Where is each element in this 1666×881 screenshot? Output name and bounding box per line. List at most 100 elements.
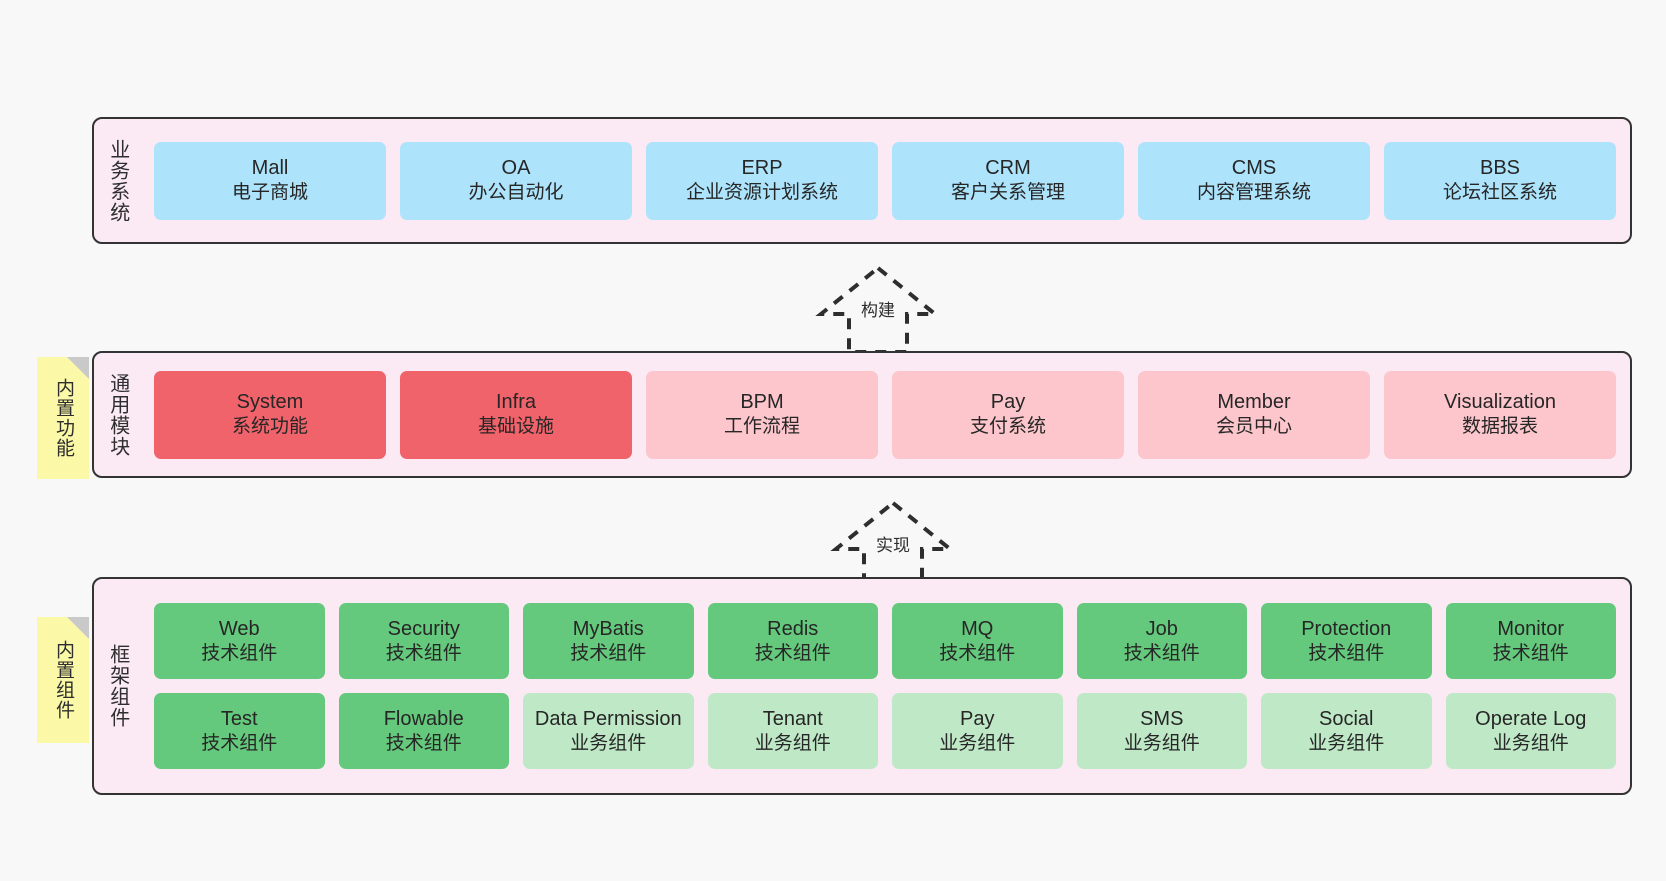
card-title: Visualization	[1444, 391, 1556, 414]
card-title: System	[236, 391, 304, 414]
card-title: Mall	[251, 157, 289, 180]
card-crm[interactable]: CRM 客户关系管理	[892, 141, 1124, 220]
card-title: Pay	[960, 707, 995, 730]
card-mall[interactable]: Mall 电子商城	[154, 141, 386, 220]
card-subtitle: 技术组件	[754, 642, 831, 664]
card-title: Flowable	[383, 707, 464, 730]
card-subtitle: 技术组件	[570, 642, 647, 664]
card-bbs[interactable]: BBS 论坛社区系统	[1384, 141, 1616, 220]
card-infra[interactable]: Infra 基础设施	[400, 370, 632, 459]
card-subtitle: 基础设施	[477, 416, 554, 438]
note-fold-corner-icon	[67, 357, 89, 379]
card-data-permission[interactable]: Data Permission 业务组件	[523, 693, 694, 769]
card-title: Security	[387, 617, 460, 640]
card-subtitle: 企业资源计划系统	[685, 182, 838, 204]
layer-title-common-modules: 通用模块	[106, 372, 129, 457]
sticky-note-builtin-component: 内置组件	[37, 617, 89, 743]
card-title: CRM	[985, 157, 1031, 180]
card-mybatis[interactable]: MyBatis 技术组件	[523, 603, 694, 679]
card-title: Protection	[1301, 617, 1392, 640]
card-title: SMS	[1140, 707, 1184, 730]
card-subtitle: 技术组件	[1492, 642, 1569, 664]
card-system[interactable]: System 系统功能	[154, 370, 386, 459]
card-subtitle: 业务组件	[1123, 732, 1200, 754]
card-row: System 系统功能 Infra 基础设施 BPM 工作流程 Pay 支付系统…	[154, 370, 1616, 459]
card-security[interactable]: Security 技术组件	[338, 603, 509, 679]
card-operate-log[interactable]: Operate Log 业务组件	[1445, 693, 1616, 769]
card-redis[interactable]: Redis 技术组件	[707, 603, 878, 679]
card-subtitle: 系统功能	[231, 416, 308, 438]
card-pay-component[interactable]: Pay 业务组件	[892, 693, 1063, 769]
sticky-note-builtin-feature: 内置功能	[37, 357, 89, 479]
card-subtitle: 数据报表	[1461, 416, 1538, 438]
layer-framework-components: 框架组件 Web 技术组件 Security 技术组件 MyBatis 技术组件…	[92, 577, 1632, 795]
card-title: BPM	[740, 391, 784, 414]
card-subtitle: 技术组件	[1123, 642, 1200, 664]
card-job[interactable]: Job 技术组件	[1076, 603, 1247, 679]
card-subtitle: 工作流程	[723, 416, 800, 438]
card-social[interactable]: Social 业务组件	[1261, 693, 1432, 769]
card-sms[interactable]: SMS 业务组件	[1076, 693, 1247, 769]
card-bpm[interactable]: BPM 工作流程	[646, 370, 878, 459]
card-title: ERP	[741, 157, 783, 180]
card-subtitle: 技术组件	[201, 732, 278, 754]
card-subtitle: 技术组件	[385, 642, 462, 664]
card-title: Test	[220, 707, 258, 730]
card-subtitle: 业务组件	[939, 732, 1016, 754]
card-title: BBS	[1479, 157, 1521, 180]
card-web[interactable]: Web 技术组件	[154, 603, 325, 679]
layer-body-common-modules: System 系统功能 Infra 基础设施 BPM 工作流程 Pay 支付系统…	[140, 353, 1630, 476]
card-row: Test 技术组件 Flowable 技术组件 Data Permission …	[154, 693, 1616, 769]
card-test[interactable]: Test 技术组件	[154, 693, 325, 769]
layer-body-business-systems: Mall 电子商城 OA 办公自动化 ERP 企业资源计划系统 CRM 客户关系…	[140, 119, 1630, 242]
card-subtitle: 办公自动化	[468, 182, 564, 204]
card-subtitle: 内容管理系统	[1196, 182, 1311, 204]
card-flowable[interactable]: Flowable 技术组件	[338, 693, 509, 769]
card-title: MyBatis	[572, 617, 644, 640]
card-title: Job	[1145, 617, 1178, 640]
card-subtitle: 电子商城	[231, 182, 308, 204]
card-subtitle: 技术组件	[385, 732, 462, 754]
card-pay-module[interactable]: Pay 支付系统	[892, 370, 1124, 459]
card-member[interactable]: Member 会员中心	[1138, 370, 1370, 459]
note-fold-corner-icon	[67, 617, 89, 639]
connector-label: 实现	[876, 536, 910, 555]
sticky-note-label: 内置功能	[53, 378, 75, 458]
card-subtitle: 论坛社区系统	[1442, 182, 1557, 204]
card-subtitle: 技术组件	[201, 642, 278, 664]
card-subtitle: 会员中心	[1215, 416, 1292, 438]
card-visualization[interactable]: Visualization 数据报表	[1384, 370, 1616, 459]
card-title: CMS	[1231, 157, 1277, 180]
card-mq[interactable]: MQ 技术组件	[892, 603, 1063, 679]
card-monitor[interactable]: Monitor 技术组件	[1445, 603, 1616, 679]
card-row: Mall 电子商城 OA 办公自动化 ERP 企业资源计划系统 CRM 客户关系…	[154, 141, 1616, 220]
layer-common-modules: 通用模块 System 系统功能 Infra 基础设施 BPM 工作流程 Pay…	[92, 351, 1632, 478]
card-title: Pay	[990, 391, 1026, 414]
layer-title-business-systems: 业务系统	[106, 138, 129, 223]
card-title: MQ	[961, 617, 994, 640]
card-title: Data Permission	[534, 707, 682, 730]
layer-business-systems: 业务系统 Mall 电子商城 OA 办公自动化 ERP 企业资源计划系统 CRM…	[92, 117, 1632, 244]
card-protection[interactable]: Protection 技术组件	[1261, 603, 1432, 679]
card-title: Member	[1217, 391, 1291, 414]
card-title: Infra	[495, 391, 537, 414]
sticky-note-label: 内置组件	[53, 640, 75, 720]
card-tenant[interactable]: Tenant 业务组件	[707, 693, 878, 769]
layer-body-framework-components: Web 技术组件 Security 技术组件 MyBatis 技术组件 Redi…	[140, 579, 1630, 793]
card-subtitle: 业务组件	[1308, 732, 1385, 754]
connector-build: 构建	[803, 262, 953, 356]
card-oa[interactable]: OA 办公自动化	[400, 141, 632, 220]
card-subtitle: 支付系统	[969, 416, 1046, 438]
card-title: Tenant	[762, 707, 823, 730]
layer-title-framework-components: 框架组件	[106, 644, 129, 728]
card-title: Redis	[767, 617, 819, 640]
connector-label: 构建	[861, 301, 895, 320]
card-subtitle: 业务组件	[1492, 732, 1569, 754]
card-subtitle: 技术组件	[1308, 642, 1385, 664]
card-title: Web	[218, 617, 260, 640]
card-title: OA	[501, 157, 531, 180]
card-title: Social	[1319, 707, 1374, 730]
card-cms[interactable]: CMS 内容管理系统	[1138, 141, 1370, 220]
card-erp[interactable]: ERP 企业资源计划系统	[646, 141, 878, 220]
